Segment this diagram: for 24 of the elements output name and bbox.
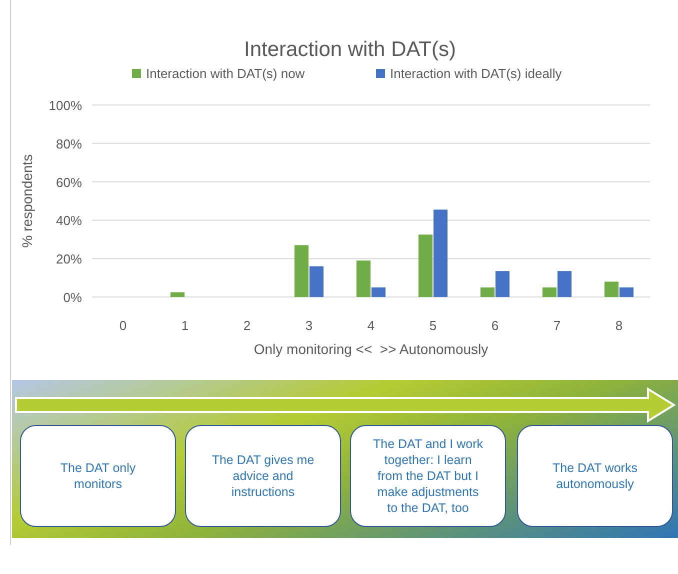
x-tick-label: 0 — [119, 318, 127, 333]
stage-box: The DAT only monitors — [20, 425, 176, 527]
x-tick-label: 4 — [367, 318, 375, 333]
stage-box: The DAT works autonomously — [517, 425, 673, 527]
x-tick-label: 2 — [243, 318, 251, 333]
x-tick-label: 1 — [181, 318, 189, 333]
x-tick-label: 5 — [429, 318, 437, 333]
y-tick-label: 0% — [63, 290, 82, 305]
y-tick-label: 40% — [56, 213, 82, 228]
legend-label: Interaction with DAT(s) ideally — [390, 66, 562, 81]
x-tick-label: 3 — [305, 318, 313, 333]
y-tick-label: 60% — [56, 174, 82, 190]
x-tick-label: 8 — [615, 318, 623, 333]
y-tick-label: 20% — [56, 252, 82, 267]
stage-box: The DAT gives me advice and instructions — [185, 425, 341, 527]
y-tick-label: 100% — [48, 98, 82, 113]
x-tick-label: 7 — [553, 318, 561, 333]
x-axis-title: Only monitoring << >> Autonomously — [254, 341, 488, 357]
stage-box: The DAT and I work together: I learn from the DAT but I make adjustments to the DAT, too — [350, 425, 506, 527]
legend-label: Interaction with DAT(s) now — [146, 66, 305, 81]
y-axis-title: % respondents — [19, 154, 35, 248]
x-tick-label: 6 — [491, 318, 499, 333]
chart-title: Interaction with DAT(s) — [244, 38, 456, 61]
y-tick-label: 80% — [56, 136, 82, 152]
